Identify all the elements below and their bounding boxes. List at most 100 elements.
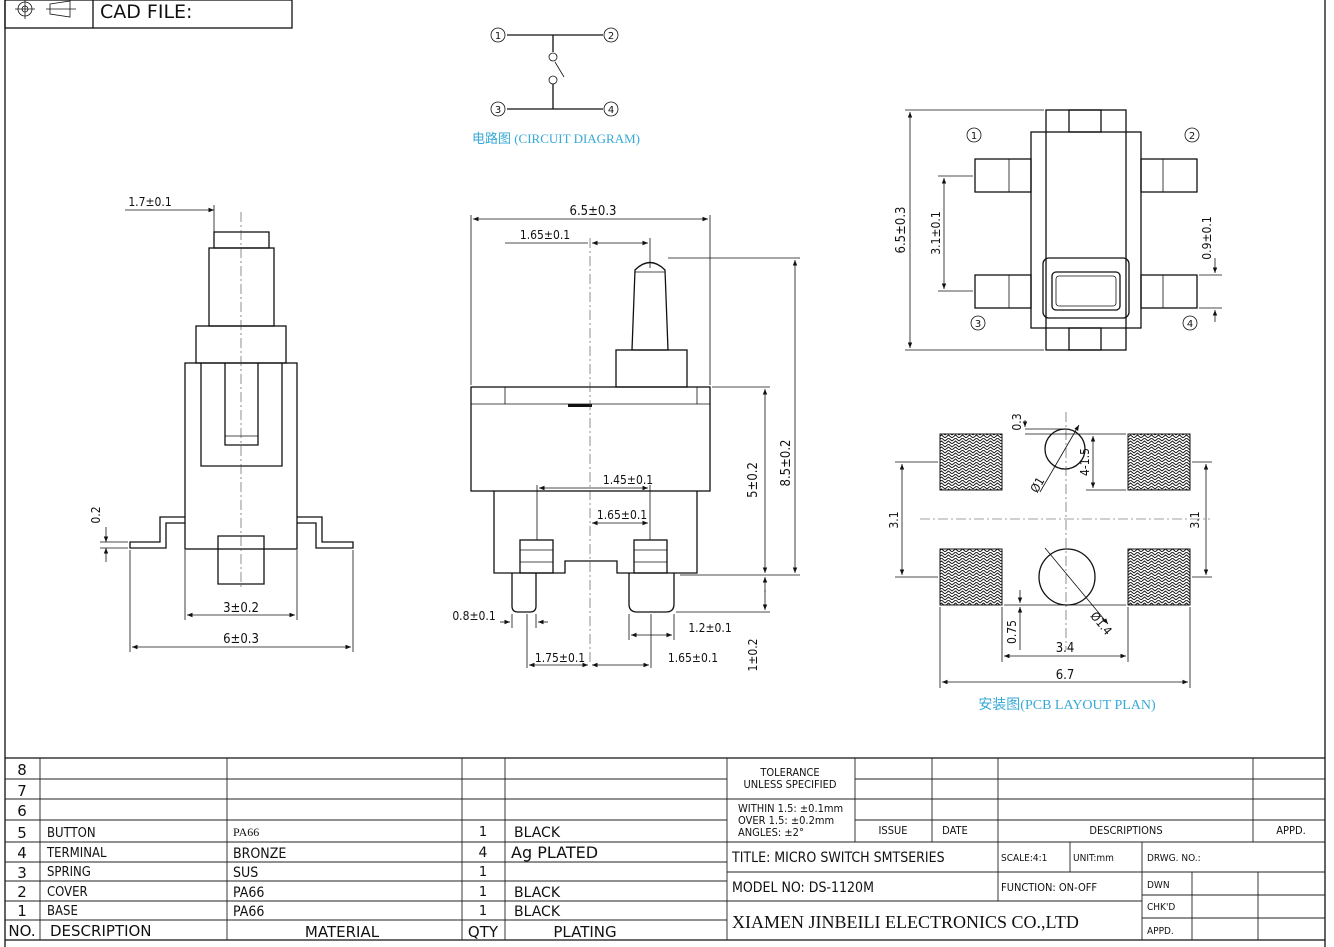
circuit-caption: 电路图 (CIRCUIT DIAGRAM) bbox=[472, 131, 640, 146]
svg-text:TERMINAL: TERMINAL bbox=[46, 846, 107, 861]
circuit-pin-2: 2 bbox=[603, 27, 619, 43]
date-header: DATE bbox=[942, 824, 968, 837]
model-number: MODEL NO: DS-1120M bbox=[732, 880, 874, 896]
bom-row-3: 3 SPRING SUS 1 bbox=[17, 864, 487, 882]
dim-side-overall-width: 6±0.3 bbox=[223, 632, 259, 647]
pcb-pad-4 bbox=[1127, 548, 1191, 606]
svg-text:1: 1 bbox=[17, 902, 27, 920]
svg-text:1: 1 bbox=[479, 885, 487, 900]
drawing-number-field: DRWG. NO.: bbox=[1147, 853, 1201, 864]
bom-row-8: 8 bbox=[17, 761, 27, 779]
dim-front-offset: 1.65±0.1 bbox=[520, 228, 570, 242]
svg-text:MATERIAL: MATERIAL bbox=[305, 923, 380, 941]
function-field: FUNCTION: ON-OFF bbox=[1001, 881, 1097, 894]
bom-table: 8 7 6 5 BUTTON PA66 1 BLACK 4 TERMINAL B… bbox=[5, 757, 1325, 941]
dim-pcb-bottom-gap: 0.75 bbox=[1005, 620, 1019, 644]
dim-top-pad-span: 3.1±0.1 bbox=[929, 211, 943, 254]
svg-text:1: 1 bbox=[479, 904, 487, 919]
dim-front-body-height: 5±0.2 bbox=[746, 462, 761, 498]
tolerance-label: TOLERANCE bbox=[759, 766, 819, 779]
dim-front-base-right: 1.65±0.1 bbox=[668, 651, 718, 665]
cad-file-label: CAD FILE: bbox=[100, 1, 192, 23]
svg-text:1: 1 bbox=[479, 865, 487, 880]
title-block: TOLERANCE UNLESS SPECIFIED WITHIN 1.5: ±… bbox=[727, 758, 1325, 940]
appd-header: APPD. bbox=[1276, 824, 1305, 837]
bom-header-row: NO. DESCRIPTION MATERIAL QTY PLATING bbox=[8, 922, 616, 941]
cad-file-header: CAD FILE: bbox=[4, 0, 293, 29]
svg-text:4: 4 bbox=[479, 845, 488, 861]
dim-front-total-height: 8.5±0.2 bbox=[779, 440, 794, 487]
bom-row-5: 5 BUTTON PA66 1 BLACK bbox=[17, 824, 561, 842]
svg-text:BASE: BASE bbox=[47, 904, 78, 919]
circuit-pin-4: 4 bbox=[603, 101, 619, 117]
svg-text:4: 4 bbox=[608, 105, 614, 116]
svg-text:DESCRIPTION: DESCRIPTION bbox=[50, 922, 152, 940]
dim-front-pin-width-b: 1.2±0.1 bbox=[688, 621, 731, 635]
dim-front-pin-spacing-a: 1.45±0.1 bbox=[603, 473, 653, 487]
dim-side-top: 1.7±0.1 bbox=[128, 195, 171, 209]
dim-pcb-small-hole: Ø1 bbox=[1028, 475, 1048, 495]
pcb-layout: 0.3 Ø1 4-1.5 3.1 3.1 0.75 Ø1.4 3.4 6.7 安… bbox=[887, 412, 1212, 713]
svg-text:QTY: QTY bbox=[468, 923, 499, 941]
drawn-by-label: DWN bbox=[1147, 880, 1170, 891]
svg-text:5: 5 bbox=[17, 824, 27, 842]
tolerance-within: WITHIN 1.5: ±0.1mm bbox=[738, 802, 843, 815]
top-pin-3: 3 bbox=[970, 315, 986, 331]
checked-by-label: CHK'D bbox=[1147, 902, 1175, 913]
dim-pcb-inner: 3.4 bbox=[1056, 641, 1075, 656]
pcb-large-hole bbox=[1038, 548, 1096, 606]
circuit-pin-1: 1 bbox=[490, 27, 506, 43]
side-view: 1.7±0.1 0.2 3±0.2 6±0.3 bbox=[89, 195, 354, 652]
svg-text:BLACK: BLACK bbox=[514, 904, 561, 920]
svg-text:BUTTON: BUTTON bbox=[47, 826, 96, 841]
dim-front-pin-spacing-b: 1.65±0.1 bbox=[597, 508, 647, 522]
approved-by-label: APPD. bbox=[1147, 926, 1174, 937]
dim-top-pad-width: 0.9±0.1 bbox=[1200, 216, 1214, 259]
top-pin-2: 2 bbox=[1184, 127, 1200, 143]
dim-pcb-right-span: 3.1 bbox=[1188, 511, 1202, 528]
dim-pcb-left-span: 3.1 bbox=[887, 511, 901, 528]
svg-text:PA66: PA66 bbox=[233, 904, 264, 920]
svg-text:SUS: SUS bbox=[233, 865, 258, 881]
svg-text:8: 8 bbox=[17, 761, 27, 779]
svg-text:3: 3 bbox=[17, 864, 27, 882]
svg-text:3: 3 bbox=[495, 105, 501, 116]
dim-pcb-top-gap: 0.3 bbox=[1010, 413, 1024, 430]
issue-header: ISSUE bbox=[879, 824, 908, 837]
dim-front-pin-width-a: 0.8±0.1 bbox=[452, 609, 495, 623]
circuit-pin-3: 3 bbox=[490, 101, 506, 117]
front-view: 6.5±0.3 1.65±0.1 5±0.2 8.5±0.2 1.45±0.1 … bbox=[452, 204, 800, 672]
pcb-pad-2 bbox=[1127, 433, 1191, 491]
top-pin-4: 4 bbox=[1182, 315, 1198, 331]
svg-text:PA66: PA66 bbox=[233, 825, 259, 839]
svg-text:COVER: COVER bbox=[47, 885, 88, 900]
scale-field: SCALE:4:1 bbox=[1001, 853, 1047, 864]
svg-text:Ag PLATED: Ag PLATED bbox=[511, 843, 598, 862]
circuit-diagram: 1 2 3 4 电路图 (CIRCUIT DIAGRAM) bbox=[472, 27, 640, 146]
pcb-pad-1 bbox=[939, 433, 1003, 491]
descriptions-header: DESCRIPTIONS bbox=[1089, 824, 1162, 837]
dim-side-pin-width: 3±0.2 bbox=[223, 601, 259, 616]
bom-row-7: 7 bbox=[17, 782, 27, 800]
svg-text:6: 6 bbox=[17, 802, 27, 820]
unit-field: UNIT:mm bbox=[1073, 853, 1114, 864]
svg-text:3: 3 bbox=[975, 319, 981, 330]
svg-text:SPRING: SPRING bbox=[47, 865, 91, 880]
svg-text:7: 7 bbox=[17, 782, 27, 800]
tolerance-over: OVER 1.5: ±0.2mm bbox=[738, 814, 834, 827]
bom-row-2: 2 COVER PA66 1 BLACK bbox=[17, 883, 561, 901]
dim-pcb-overall: 6.7 bbox=[1056, 668, 1075, 683]
svg-text:2: 2 bbox=[17, 883, 27, 901]
dim-pcb-hole-offset: 4-1.5 bbox=[1078, 448, 1092, 476]
drawing-title: TITLE: MICRO SWITCH SMTSERIES bbox=[731, 850, 945, 866]
svg-text:BLACK: BLACK bbox=[514, 825, 561, 841]
tolerance-angles: ANGLES: ±2° bbox=[738, 826, 804, 839]
pcb-pad-3 bbox=[939, 548, 1003, 606]
bom-row-1: 1 BASE PA66 1 BLACK bbox=[17, 902, 561, 920]
svg-text:1: 1 bbox=[479, 825, 487, 840]
svg-text:BRONZE: BRONZE bbox=[233, 846, 286, 862]
svg-text:2: 2 bbox=[608, 31, 614, 42]
svg-text:4: 4 bbox=[1187, 319, 1193, 330]
svg-text:BLACK: BLACK bbox=[514, 885, 561, 901]
